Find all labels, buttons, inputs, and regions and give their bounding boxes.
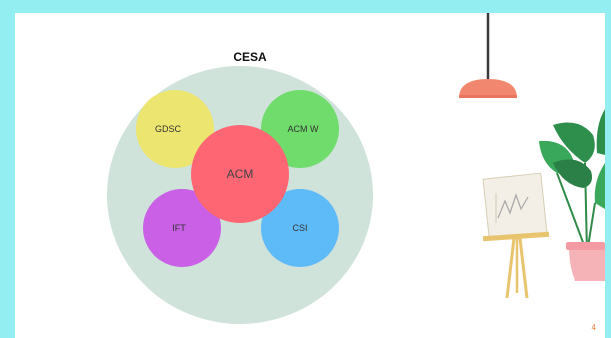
node-acm-w-label: ACM W <box>287 124 319 134</box>
easel-chart-icon <box>482 172 550 299</box>
pendant-lamp-icon <box>459 13 517 98</box>
node-ift-label: IFT <box>172 223 186 233</box>
page-number: 4 <box>591 323 596 332</box>
diagram-title: CESA <box>233 50 267 64</box>
node-acm: ACM <box>191 125 289 223</box>
node-acm-label: ACM <box>226 167 254 181</box>
potted-plant-icon <box>539 109 605 281</box>
slide: CESA GDSC ACM W IFT CSI ACM <box>15 13 605 338</box>
decor-illustration <box>459 13 605 299</box>
node-gdsc-label: GDSC <box>154 124 181 134</box>
node-csi-label: CSI <box>292 223 308 233</box>
